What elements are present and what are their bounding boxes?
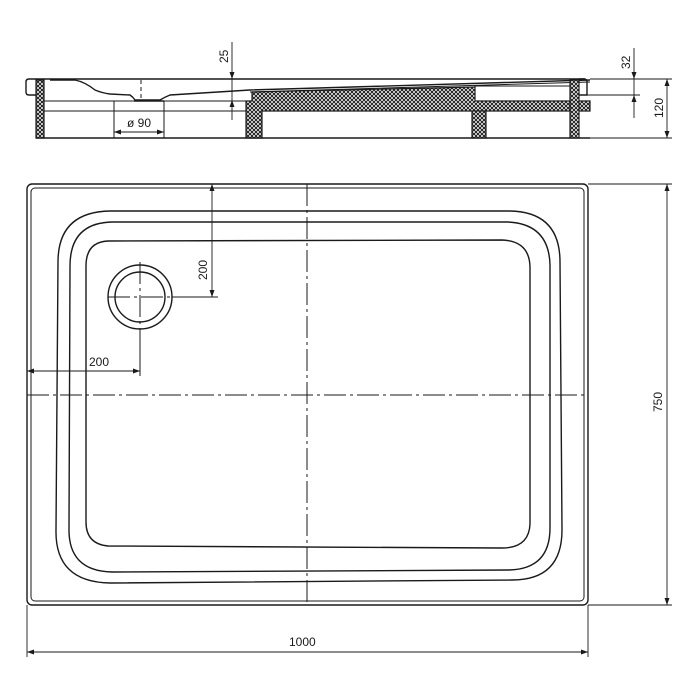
dimension-label-750: 750 xyxy=(651,392,665,412)
dimension-total-height: 120 xyxy=(590,79,672,139)
dimension-rim-drain-depth: 25 xyxy=(217,42,235,120)
center-support-block xyxy=(245,86,591,139)
dimension-width: 1000 xyxy=(26,605,589,657)
tray-contour-outer xyxy=(55,210,563,584)
dimension-label-200-vertical: 200 xyxy=(196,260,210,280)
right-outer-leg xyxy=(569,79,580,139)
tray-contour-inner xyxy=(85,239,531,549)
dimension-drain-diameter: ø 90 xyxy=(114,116,164,135)
dimension-label-32: 32 xyxy=(619,55,633,69)
dimension-drain-offset-x: 200 xyxy=(27,355,140,374)
plan-view: 200 200 750 1000 xyxy=(26,183,672,657)
dimension-depth: 750 xyxy=(588,183,672,606)
dimension-drain-offset-y: 200 xyxy=(196,184,215,297)
dimension-label-120: 120 xyxy=(652,98,666,118)
dimension-label-25: 25 xyxy=(217,49,231,63)
dimension-rim-height: 32 xyxy=(587,48,672,118)
left-support-leg xyxy=(35,79,45,139)
section-view: 25 ø 90 32 120 xyxy=(25,42,672,139)
dimension-label-200-horizontal: 200 xyxy=(89,355,109,369)
dimension-label-drain: ø 90 xyxy=(127,116,151,130)
dimension-label-1000: 1000 xyxy=(289,635,316,649)
right-inner-leg xyxy=(471,110,487,139)
tray-contour-middle xyxy=(68,221,551,573)
